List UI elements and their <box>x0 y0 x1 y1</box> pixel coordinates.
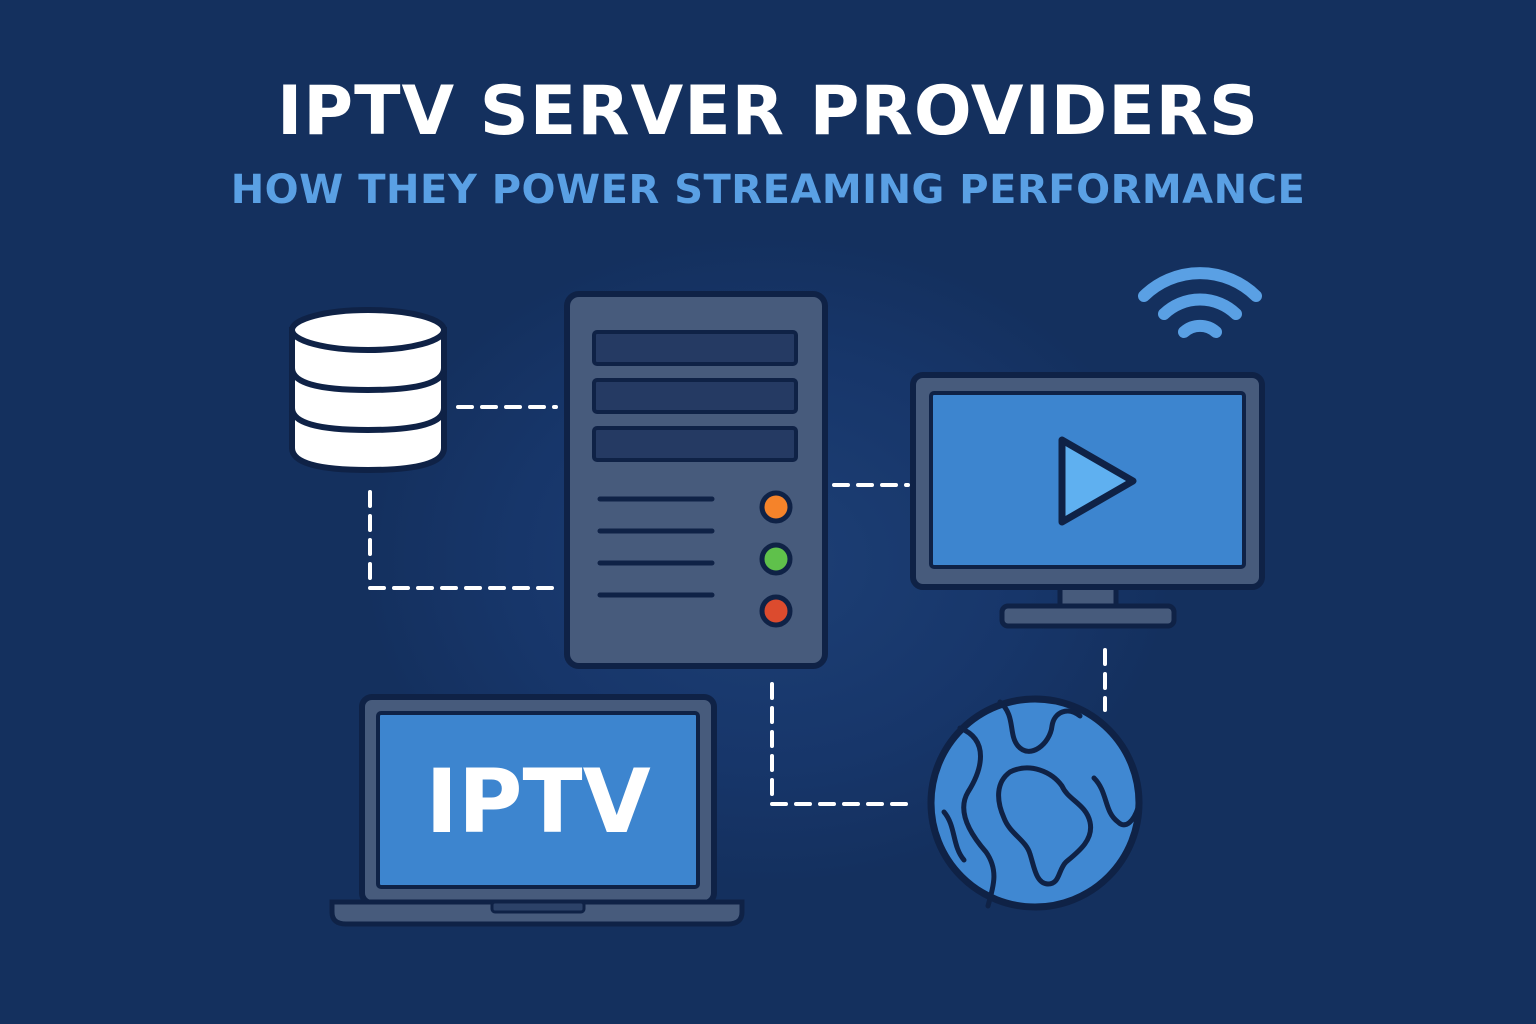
wifi-icon <box>1138 267 1262 338</box>
page-title: IPTV SERVER PROVIDERS <box>276 72 1260 151</box>
server-rack-icon <box>564 291 828 669</box>
status-led-red <box>759 594 793 628</box>
laptop-icon <box>329 694 745 927</box>
laptop-screen-text: IPTV <box>425 750 650 853</box>
status-led-orange <box>759 490 793 524</box>
status-led-green <box>759 542 793 576</box>
connector-server-globe <box>770 682 908 806</box>
globe-icon <box>927 695 1143 911</box>
database-icon <box>289 307 447 474</box>
connector-database-server-lower <box>368 490 554 590</box>
page-subtitle: HOW THEY POWER STREAMING PERFORMANCE <box>230 167 1306 213</box>
play-icon <box>1058 436 1137 526</box>
monitor-icon <box>910 372 1265 629</box>
